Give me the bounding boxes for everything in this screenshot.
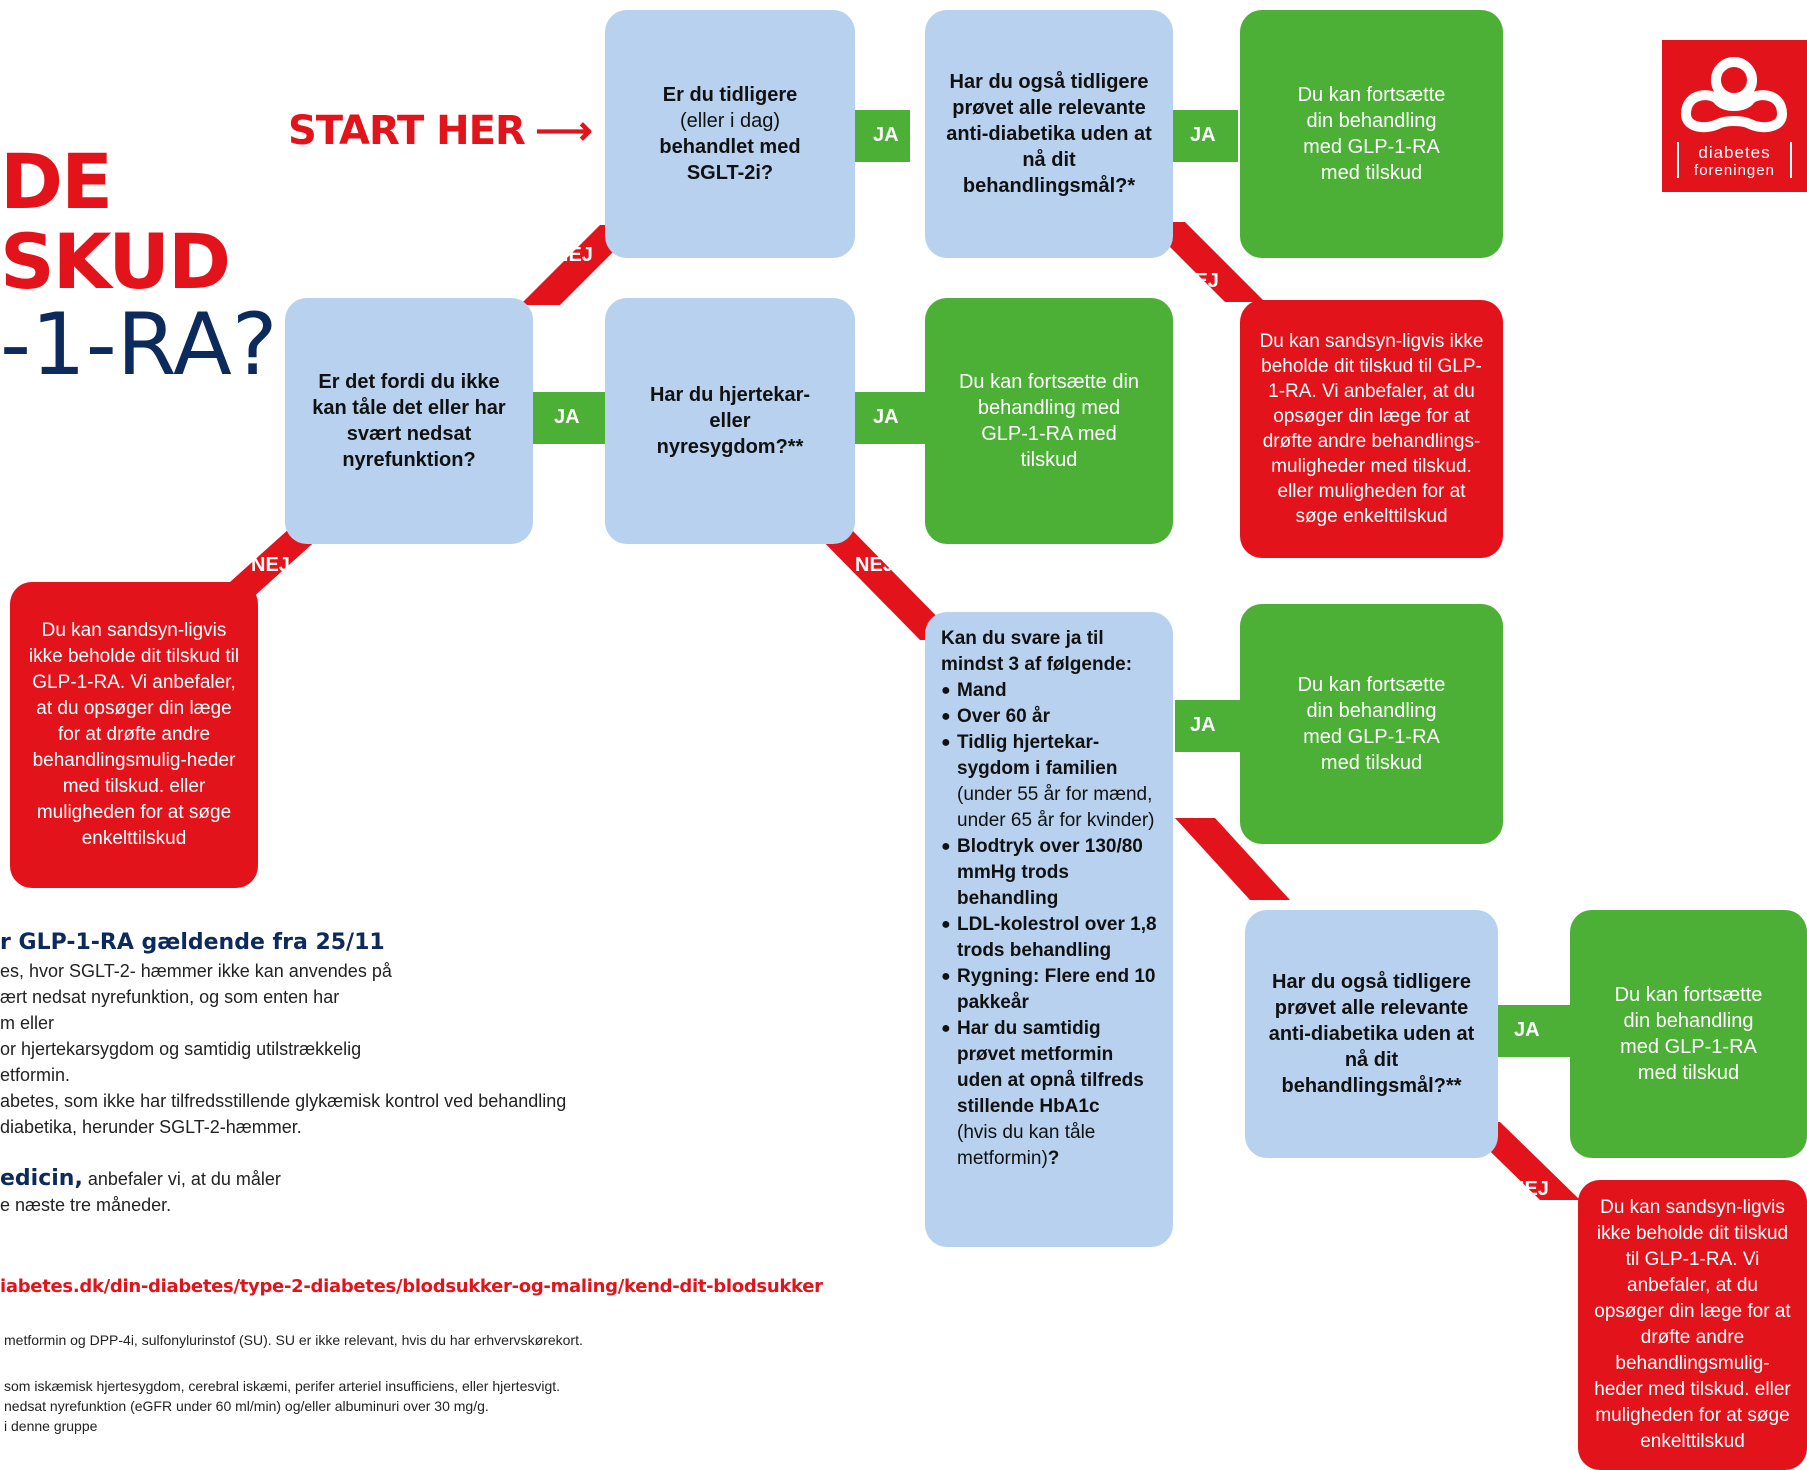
no-label-1: NEJ xyxy=(554,244,593,266)
result-lose-3-text: Du kan sandsyn-ligvis ikke beholde dit t… xyxy=(1594,1197,1791,1452)
question-heart-text: Har du hjertekar- eller nyresygdom?** xyxy=(649,384,811,458)
no-label-4: NEJ xyxy=(855,554,894,576)
question-sglt2-line2: (eller i dag) xyxy=(679,110,781,132)
medicin-line-2: e næste tre måneder. xyxy=(0,1195,172,1215)
criteria-heading: Kan du svare ja til mindst 3 af følgende… xyxy=(941,628,1133,675)
no-label-2: NEJ xyxy=(251,554,290,576)
info-line: es, hvor SGLT-2- hæmmer ikke kan anvende… xyxy=(0,961,392,981)
medicin-bold: edicin, xyxy=(0,1166,83,1191)
criteria-item: Tidlig hjertekar-sygdom i familien(under… xyxy=(941,730,1157,834)
question-tried-all-2-text: Har du også tidligere prøvet alle releva… xyxy=(1268,971,1475,1097)
question-criteria: Kan du svare ja til mindst 3 af følgende… xyxy=(925,612,1173,1247)
question-sglt2-line1: Er du tidligere xyxy=(662,84,798,106)
yes-label-1: JA xyxy=(873,124,899,146)
result-continue-4: Du kan fortsætte din behandling med GLP-… xyxy=(1570,910,1807,1158)
medicin-note: edicin, anbefaler vi, at du måler e næst… xyxy=(0,1166,281,1218)
question-sglt2: Er du tidligere (eller i dag) behandlet … xyxy=(605,10,855,258)
arrow-right-icon: ⟶ xyxy=(535,109,593,153)
logo-divider-left xyxy=(1677,142,1679,178)
title-line-1: DE xyxy=(0,137,113,226)
criteria-item: Mand xyxy=(941,678,1157,704)
result-continue-3: Du kan fortsætte din behandling med GLP-… xyxy=(1240,604,1503,844)
logo-line-2: foreningen xyxy=(1694,162,1775,179)
question-sglt2-line4: SGLT-2i? xyxy=(686,162,774,184)
title-line-2: SKUD xyxy=(0,217,231,306)
criteria-item: Rygning: Flere end 10 pakkeår xyxy=(941,964,1157,1016)
medicin-rest: anbefaler vi, at du måler xyxy=(82,1169,281,1189)
yes-band-5 xyxy=(1175,700,1245,752)
question-tried-all-1: Har du også tidligere prøvet alle releva… xyxy=(925,10,1173,258)
info-heading: r GLP-1-RA gældende fra 25/11 xyxy=(0,930,385,955)
logo-line-1: diabetes xyxy=(1698,143,1771,162)
footnotes: metformin og DPP-4i, sulfonylurinstof (S… xyxy=(4,1330,583,1436)
criteria-item: Har du samtidig prøvet metformin uden at… xyxy=(941,1016,1157,1172)
logo: diabetes foreningen xyxy=(1662,40,1807,192)
info-line: abetes, som ikke har tilfredsstillende g… xyxy=(0,1091,567,1111)
start-here: START HER ⟶ xyxy=(288,108,593,154)
footnote: i denne gruppe xyxy=(4,1418,98,1434)
yes-label-3: JA xyxy=(554,406,580,428)
question-tried-all-1-text: Har du også tidligere prøvet alle releva… xyxy=(946,71,1152,197)
logo-divider-right xyxy=(1790,142,1792,178)
yes-label-2: JA xyxy=(1190,124,1216,146)
result-continue-4-text: Du kan fortsætte din behandling med GLP-… xyxy=(1614,984,1763,1084)
result-continue-1-text: Du kan fortsætte din behandling med GLP-… xyxy=(1297,84,1446,184)
result-lose-2: Du kan sandsyn-ligvis ikke beholde dit t… xyxy=(10,582,258,888)
footnote: metformin og DPP-4i, sulfonylurinstof (S… xyxy=(4,1332,583,1348)
footnote: nedsat nyrefunktion (eGFR under 60 ml/mi… xyxy=(4,1398,489,1414)
info-line: m eller xyxy=(0,1013,55,1033)
result-lose-1-text: Du kan sandsyn-ligvis ikke beholde dit t… xyxy=(1259,331,1484,527)
criteria-item: Over 60 år xyxy=(941,704,1157,730)
yes-label-4: JA xyxy=(873,406,899,428)
logo-mark-icon xyxy=(1680,57,1788,133)
no-band-3 xyxy=(1145,222,1265,302)
result-continue-2-text: Du kan fortsætte din behandling med GLP-… xyxy=(958,371,1140,471)
yes-band-4 xyxy=(840,392,930,444)
no-band-4 xyxy=(810,528,960,640)
info-body: es, hvor SGLT-2- hæmmer ikke kan anvende… xyxy=(0,958,566,1140)
info-line: or hjertekarsygdom og samtidig utilstræk… xyxy=(0,1039,362,1059)
question-intolerant: Er det fordi du ikke kan tåle det eller … xyxy=(285,298,533,544)
info-line: diabetika, herunder SGLT-2-hæmmer. xyxy=(0,1117,302,1137)
title-line-3: -1-RA? xyxy=(0,295,278,395)
criteria-content: Kan du svare ja til mindst 3 af følgende… xyxy=(925,612,1173,1247)
info-line: etformin. xyxy=(0,1065,71,1085)
criteria-item: Blodtryk over 130/80 mmHg trods behandli… xyxy=(941,834,1157,912)
no-label-6: NEJ xyxy=(1510,1178,1549,1200)
question-sglt2-line3: behandlet med xyxy=(659,136,801,158)
footnote: som iskæmisk hjertesygdom, cerebral iskæ… xyxy=(4,1378,561,1394)
info-url[interactable]: iabetes.dk/din-diabetes/type-2-diabetes/… xyxy=(0,1276,823,1297)
result-continue-3-text: Du kan fortsætte din behandling med GLP-… xyxy=(1297,674,1446,774)
result-lose-3: Du kan sandsyn-ligvis ikke beholde dit t… xyxy=(1578,1180,1807,1470)
result-lose-2-text: Du kan sandsyn-ligvis ikke beholde dit t… xyxy=(28,620,240,849)
info-line: ært nedsat nyrefunktion, og som enten ha… xyxy=(0,987,340,1007)
yes-label-6: JA xyxy=(1514,1019,1540,1041)
no-label-5: NEJ xyxy=(1180,872,1219,894)
criteria-list: Mand Over 60 år Tidlig hjertekar-sygdom … xyxy=(941,678,1157,1172)
no-label-3: NEJ xyxy=(1180,270,1219,292)
start-label: START HER xyxy=(288,108,526,154)
result-continue-1: Du kan fortsætte din behandling med GLP-… xyxy=(1240,10,1503,258)
criteria-item: LDL-kolestrol over 1,8 trods behandling xyxy=(941,912,1157,964)
yes-label-5: JA xyxy=(1190,714,1216,736)
no-band-5 xyxy=(1175,818,1290,900)
question-tried-all-2: Har du også tidligere prøvet alle releva… xyxy=(1245,910,1498,1158)
result-lose-1: Du kan sandsyn-ligvis ikke beholde dit t… xyxy=(1240,300,1503,558)
question-intolerant-text: Er det fordi du ikke kan tåle det eller … xyxy=(312,371,506,471)
result-continue-2: Du kan fortsætte din behandling med GLP-… xyxy=(925,298,1173,544)
yes-band-3 xyxy=(528,392,608,444)
question-heart: Har du hjertekar- eller nyresygdom?** xyxy=(605,298,855,544)
